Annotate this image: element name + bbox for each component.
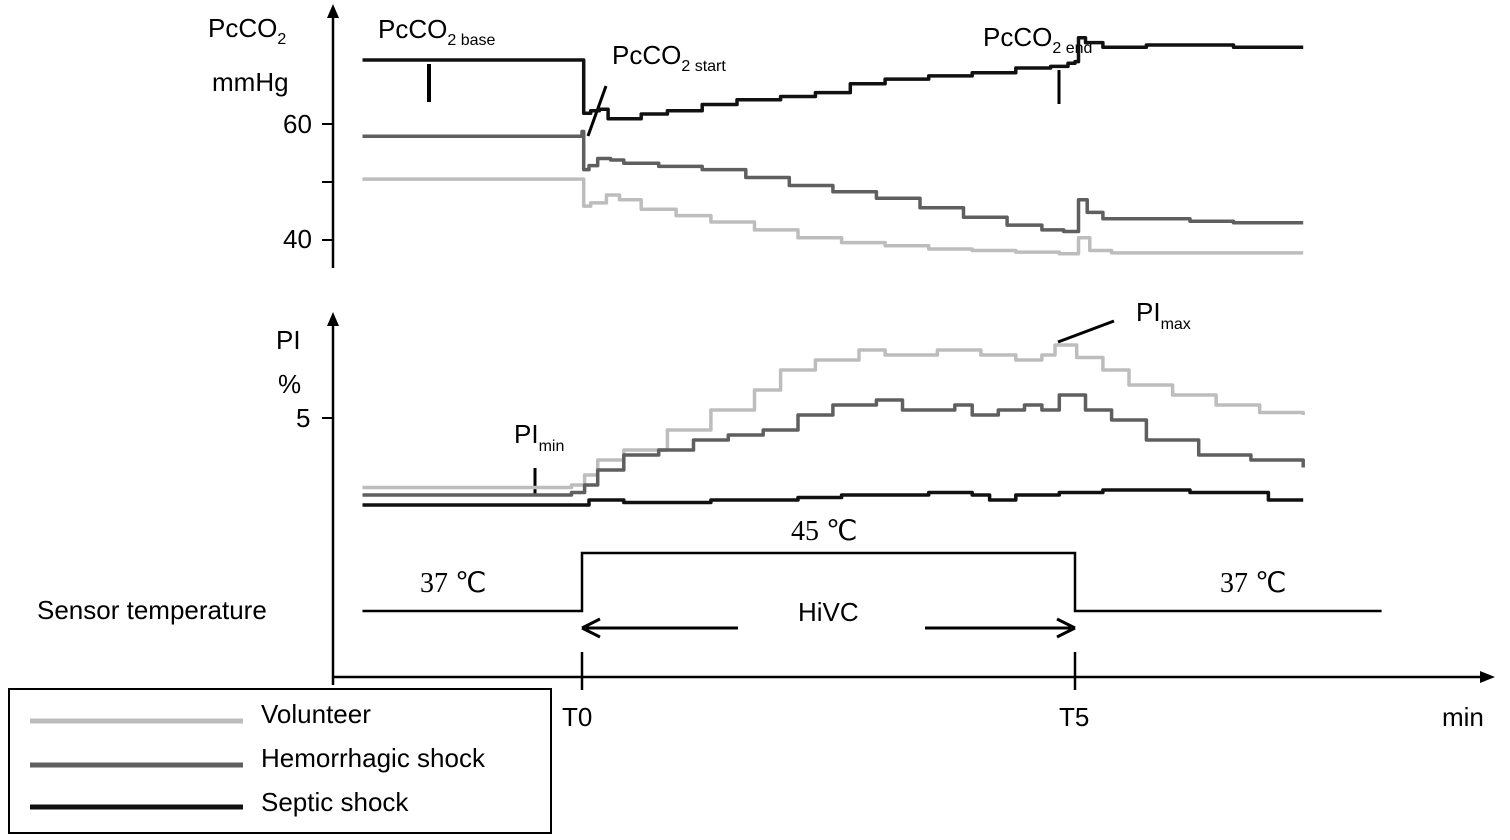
pcco2-start-annotation: PcCO2 start: [612, 40, 726, 75]
temperature-panel: Sensor temperature 37 ℃ 45 ℃ 37 ℃ HiVC: [37, 516, 1382, 639]
pcco2-tick-label-40: 40: [283, 224, 312, 254]
pcco2-series-septic-shock: [362, 36, 1304, 121]
legend-label-septic: Septic shock: [261, 787, 409, 817]
pi-max-annotation: PImax: [1136, 297, 1191, 333]
pcco2-end-annotation: PcCO2 end: [983, 22, 1092, 57]
pi-min-annotation: PImin: [514, 419, 564, 455]
legend-label-volunteer: Volunteer: [261, 699, 371, 729]
x-axis-unit-label: min: [1442, 702, 1484, 732]
pi-series-hemorrhagic-shock: [362, 393, 1305, 497]
pcco2-series-volunteer: [362, 177, 1304, 256]
temperature-high-label: 45 ℃: [791, 516, 857, 547]
pi-panel: PI % 5 PImin PImax: [276, 297, 1305, 685]
pcco2-y-axis-arrow: [327, 4, 339, 18]
pi-yunit: %: [278, 369, 301, 399]
pcco2-series-group: [362, 36, 1304, 256]
hivc-label: HiVC: [798, 597, 859, 627]
pcco2-base-annotation: PcCO2 base: [378, 14, 495, 49]
temperature-label: Sensor temperature: [37, 595, 267, 625]
hivc-arrow-right-head: [1056, 617, 1076, 639]
x-tick-label-t0: T0: [562, 702, 592, 732]
pi-ylabel: PI: [276, 325, 301, 355]
x-axis: T0 T5 min: [333, 652, 1495, 732]
pi-max-marker: [1057, 319, 1115, 344]
x-axis-arrow: [1480, 671, 1495, 683]
x-tick-label-t5: T5: [1059, 702, 1089, 732]
legend: Volunteer Hemorrhagic shock Septic shock: [8, 688, 552, 834]
temperature-low-right-label: 37 ℃: [1220, 568, 1286, 599]
pcco2-yunit: mmHg: [212, 67, 289, 97]
pi-series-group: [362, 343, 1305, 507]
hivc-arrow-left-head: [581, 617, 601, 639]
pi-series-septic-shock: [362, 488, 1304, 507]
pcco2-ylabel: PcCO2: [208, 13, 286, 48]
pcco2-series-hemorrhagic-shock: [362, 129, 1304, 234]
pi-y-axis-arrow: [327, 312, 339, 326]
pcco2-panel: PcCO2 mmHg 60 40 PcCO2 base PcCO2 start …: [208, 4, 1304, 268]
pi-tick-label-5: 5: [296, 403, 310, 433]
temperature-low-left-label: 37 ℃: [420, 568, 486, 599]
temperature-step-line: [362, 551, 1382, 613]
legend-label-hemorrhagic: Hemorrhagic shock: [261, 743, 486, 773]
pcco2-tick-label-60: 60: [283, 109, 312, 139]
